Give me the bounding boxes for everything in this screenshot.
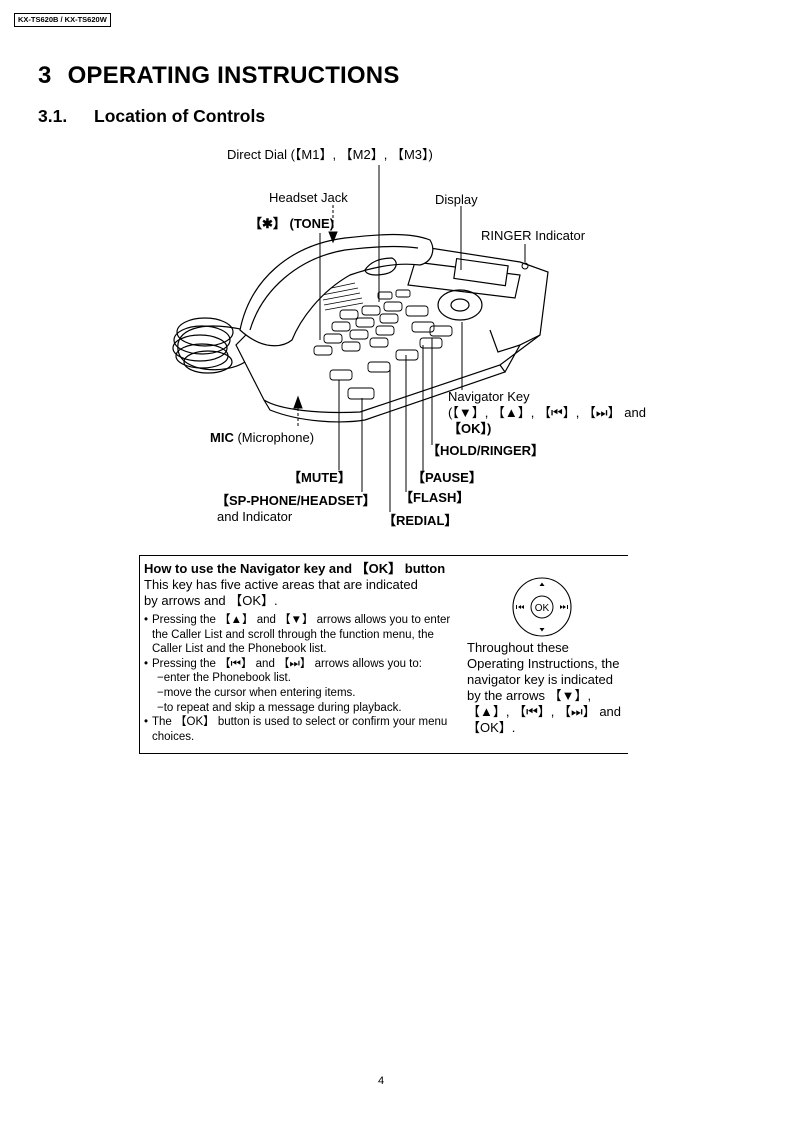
navigator-key-label: Navigator Key	[448, 389, 530, 405]
sub-list-item: −enter the Phonebook list.	[144, 671, 462, 686]
navigator-info-intro-2: by arrows and 【OK】.	[144, 593, 462, 609]
navigator-key-icon: OK	[509, 574, 575, 640]
mic-label-bold: MIC	[210, 430, 234, 445]
navigator-note: Throughout these Operating Instructions,…	[467, 640, 627, 736]
tone-key-label: 【✱】 (TONE)	[249, 216, 334, 232]
redial-label: 【REDIAL】	[383, 513, 457, 529]
list-item: Pressing the 【▲】 and 【▼】 arrows allows y…	[144, 613, 462, 657]
hold-ringer-label: 【HOLD/RINGER】	[427, 443, 544, 459]
navigator-info-list-2: The 【OK】 button is used to select or con…	[144, 715, 462, 744]
pause-label: 【PAUSE】	[412, 470, 482, 486]
display-label: Display	[435, 192, 478, 208]
sp-phone-indicator-label: and Indicator	[217, 509, 292, 525]
sub-list-item: −to repeat and skip a message during pla…	[144, 701, 462, 716]
sp-phone-headset-label: 【SP-PHONE/HEADSET】	[216, 493, 376, 509]
direct-dial-label: Direct Dial (【M1】, 【M2】, 【M3】)	[227, 147, 433, 163]
page-number: 4	[378, 1075, 384, 1087]
navigator-info-intro-1: This key has five active areas that are …	[144, 577, 462, 593]
navigator-info-title: How to use the Navigator key and 【OK】 bu…	[144, 561, 462, 577]
telephone-illustration	[0, 0, 793, 560]
mute-label: 【MUTE】	[288, 470, 351, 486]
navigator-key-arrows-label: (【▼】, 【▲】, 【⏮】, 【⏭】 and	[448, 405, 646, 421]
mic-label: MIC (Microphone)	[210, 430, 314, 446]
mic-label-rest: (Microphone)	[234, 430, 314, 445]
navigator-key-ok-label: 【OK】)	[448, 421, 491, 437]
list-item: Pressing the 【⏮】 and 【⏭】 arrows allows y…	[144, 657, 462, 672]
navigator-info-list: Pressing the 【▲】 and 【▼】 arrows allows y…	[144, 613, 462, 671]
sub-list-item: −move the cursor when entering items.	[144, 686, 462, 701]
ringer-indicator-label: RINGER Indicator	[481, 228, 585, 244]
navigator-info-text: How to use the Navigator key and 【OK】 bu…	[144, 561, 462, 744]
navigator-info-box: How to use the Navigator key and 【OK】 bu…	[139, 555, 628, 754]
flash-label: 【FLASH】	[400, 490, 469, 506]
headset-jack-label: Headset Jack	[269, 190, 348, 206]
list-item: The 【OK】 button is used to select or con…	[144, 715, 462, 744]
ok-button-label: OK	[535, 603, 550, 614]
